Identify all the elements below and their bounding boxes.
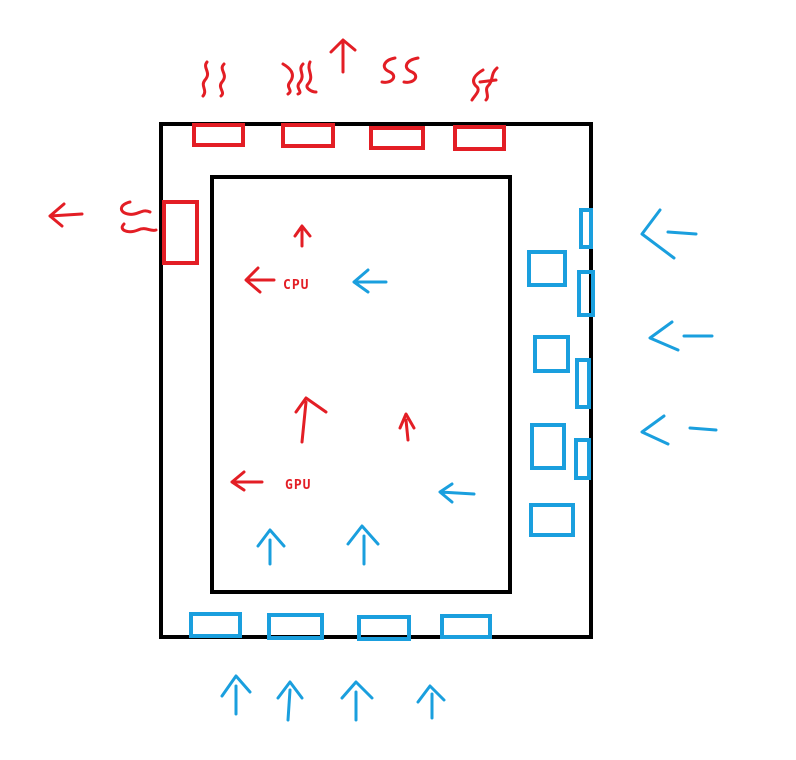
heat-wave-icon xyxy=(120,200,152,216)
exhaust-fan xyxy=(192,123,245,147)
blue-arrow-icon xyxy=(220,674,252,716)
heat-wave-icon xyxy=(402,56,420,84)
heat-wave-icon xyxy=(120,222,158,234)
gpu-label: GPU xyxy=(285,478,312,493)
exhaust-arrows xyxy=(48,38,416,492)
heat-wave-icon xyxy=(201,60,210,98)
blue-arrow-icon xyxy=(416,684,446,720)
top-exhaust-fans xyxy=(192,123,506,151)
exhaust-fan xyxy=(453,125,506,151)
red-arrow-icon xyxy=(329,38,357,74)
exhaust-fan xyxy=(369,126,425,150)
inner-compartment xyxy=(210,175,512,594)
intake-fan xyxy=(267,613,324,640)
red-arrow-icon xyxy=(48,202,84,228)
heat-wave-icon xyxy=(296,62,305,96)
cpu-label: CPU xyxy=(283,278,310,293)
bottom-intake-fans xyxy=(189,612,492,641)
blue-arrow-icon xyxy=(640,414,718,446)
intake-fan xyxy=(529,503,575,537)
heat-wave-icon xyxy=(281,62,294,96)
heat-wave-icon xyxy=(484,66,499,102)
intake-fan xyxy=(574,438,591,480)
blue-arrow-icon xyxy=(640,208,698,260)
heat-wave-icon xyxy=(478,78,498,84)
blue-arrow-icon xyxy=(256,528,286,566)
heat-wave-icon xyxy=(380,56,397,84)
intake-fan xyxy=(189,612,242,638)
rear-exhaust-fan xyxy=(162,200,199,265)
intake-fan xyxy=(577,270,595,317)
heat-wave-icon xyxy=(305,60,318,94)
red-arrow-icon xyxy=(244,266,276,294)
front-intake-fans xyxy=(527,208,595,537)
heat-waves xyxy=(120,56,499,234)
heat-wave-icon xyxy=(470,68,485,102)
red-arrow-icon xyxy=(398,412,416,442)
intake-fan xyxy=(575,358,591,409)
blue-arrow-icon xyxy=(276,680,304,722)
intake-fan xyxy=(579,208,593,249)
red-arrow-icon xyxy=(294,396,328,444)
intake-fan xyxy=(530,423,566,470)
intake-arrows xyxy=(220,208,718,722)
red-arrow-icon xyxy=(230,470,264,492)
blue-arrow-icon xyxy=(438,482,476,504)
blue-arrow-icon xyxy=(352,268,388,294)
blue-arrow-icon xyxy=(346,524,380,566)
intake-fan xyxy=(440,614,492,639)
red-arrow-icon xyxy=(293,224,312,248)
blue-arrow-icon xyxy=(648,320,714,352)
outer-case xyxy=(159,122,593,639)
intake-fan xyxy=(527,250,567,287)
exhaust-fan xyxy=(281,123,335,148)
heat-wave-icon xyxy=(218,62,226,98)
blue-arrow-icon xyxy=(340,680,374,722)
intake-fan xyxy=(533,335,570,373)
intake-fan xyxy=(357,615,411,641)
